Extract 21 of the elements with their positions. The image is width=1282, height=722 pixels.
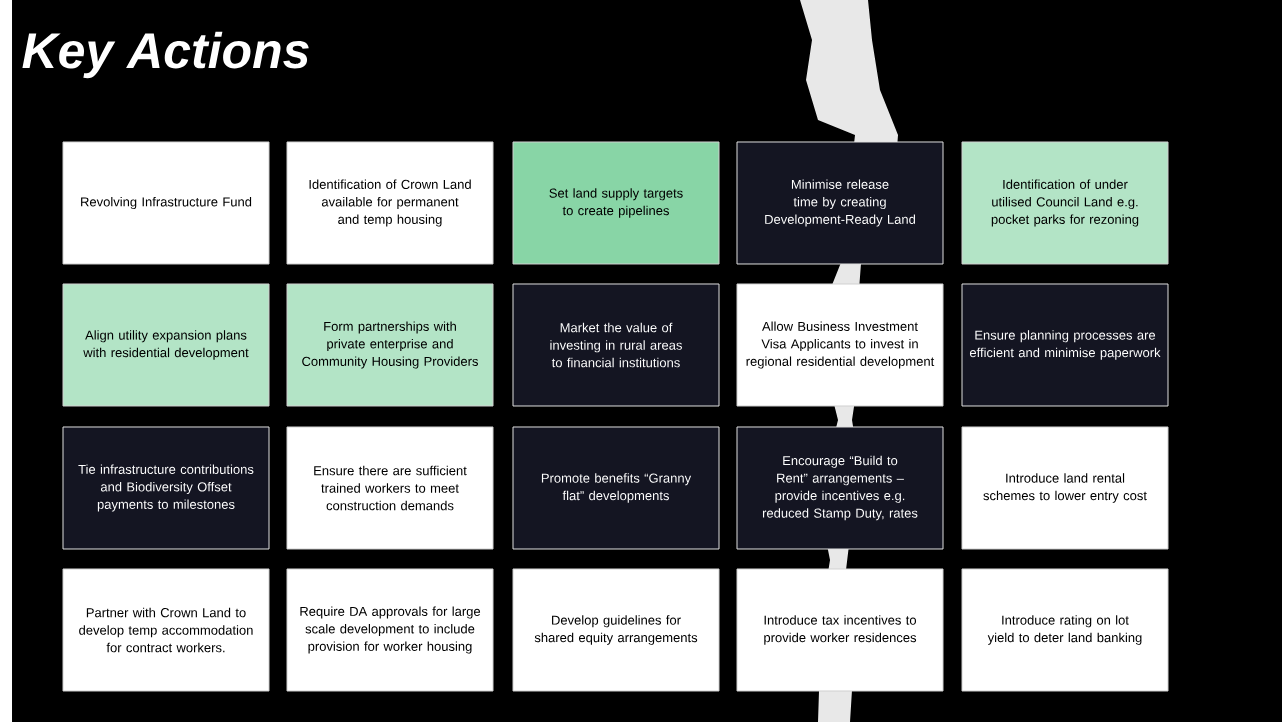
action-box: Require DA approvals for large scale development to include provision for worker housing [286, 568, 494, 692]
action-box: Tie infrastructure contributions and Biodiversity Offset payments to milestones [62, 426, 270, 550]
action-box: Allow Business Investment Visa Applicants to invest in regional residential development [736, 283, 944, 407]
action-box: Ensure there are sufficient trained workers to meet construction demands [286, 426, 494, 550]
action-box: Set land supply targets to create pipelines [512, 141, 720, 265]
action-box: Form partnerships with private enterprise and Community Housing Providers [286, 283, 494, 407]
action-box: Promote benefits “Granny flat” developments [512, 426, 720, 550]
action-box: Introduce tax incentives to provide worker residences [736, 568, 944, 692]
action-box: Develop guidelines for shared equity arrangements [512, 568, 720, 692]
action-box: Minimise release time by creating Development-Ready Land [736, 141, 944, 265]
slide-title: Key Actions [22, 31, 309, 79]
action-box: Identification of under utilised Council Land e.g. pocket parks for rezoning [961, 141, 1169, 265]
action-box: Market the value of investing in rural areas to financial institutions [512, 283, 720, 407]
action-box: Identification of Crown Land available for permanent and temp housing [286, 141, 494, 265]
action-box: Introduce land rental schemes to lower entry cost [961, 426, 1169, 550]
action-box: Ensure planning processes are efficient and minimise paperwork [961, 283, 1169, 407]
action-box: Align utility expansion plans with residential development [62, 283, 270, 407]
action-box: Revolving Infrastructure Fund [62, 141, 270, 265]
action-box: Introduce rating on lot yield to deter land banking [961, 568, 1169, 692]
action-box: Encourage “Build to Rent” arrangements – provide incentives e.g. reduced Stamp Duty, rates [736, 426, 944, 550]
action-box: Partner with Crown Land to develop temp accommodation for contract workers. [62, 568, 270, 692]
